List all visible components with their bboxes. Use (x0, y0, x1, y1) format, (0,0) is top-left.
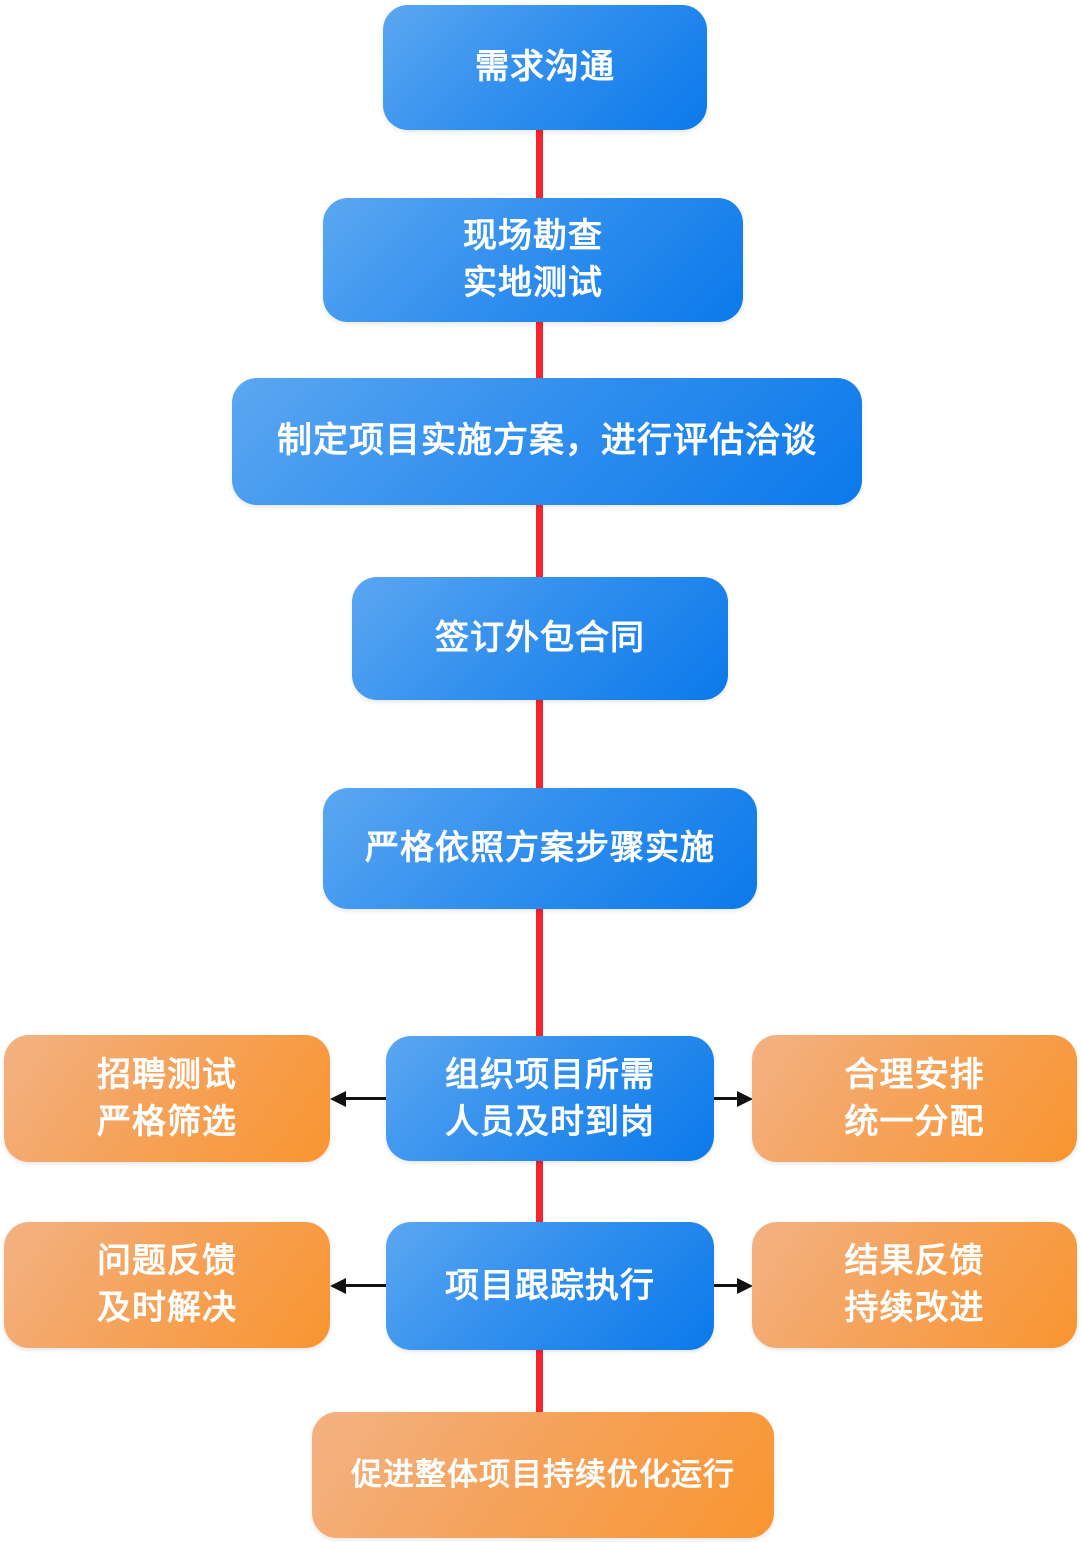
node-implementation-plan-evaluation: 制定项目实施方案，进行评估洽谈 (232, 378, 862, 505)
node-label-line1: 招聘测试 (97, 1055, 237, 1094)
node-project-tracking-execution: 项目跟踪执行 (386, 1222, 714, 1350)
node-label: 项目跟踪执行 (445, 1266, 655, 1305)
node-continuous-optimization: 促进整体项目持续优化运行 (312, 1412, 774, 1538)
node-problem-feedback: 问题反馈 及时解决 (4, 1222, 330, 1348)
node-strict-implementation: 严格依照方案步骤实施 (323, 788, 757, 909)
arrow-shaft (345, 1097, 387, 1100)
node-recruit-screening: 招聘测试 严格筛选 (4, 1035, 330, 1162)
node-label-line2: 持续改进 (844, 1289, 985, 1327)
node-label: 制定项目实施方案，进行评估洽谈 (276, 421, 817, 461)
arrow-shaft (345, 1284, 387, 1287)
node-label-line1: 组织项目所需 (445, 1055, 655, 1094)
node-label-line1: 合理安排 (844, 1055, 985, 1094)
arrow-shaft (713, 1284, 738, 1287)
node-result-feedback-improvement: 结果反馈 持续改进 (752, 1222, 1077, 1348)
node-label: 严格依照方案步骤实施 (365, 829, 715, 868)
node-label-line2: 人员及时到岗 (445, 1102, 655, 1141)
arrow-left-head-icon (330, 1091, 346, 1107)
arrow-right-head-icon (737, 1091, 753, 1107)
arrow-shaft (713, 1097, 738, 1100)
node-label: 签订外包合同 (435, 619, 645, 658)
node-reasonable-arrangement: 合理安排 统一分配 (752, 1035, 1077, 1162)
node-label-line2: 统一分配 (844, 1102, 985, 1141)
node-organize-project-staffing: 组织项目所需 人员及时到岗 (386, 1036, 714, 1161)
node-label: 需求沟通 (475, 48, 615, 87)
node-label-line1: 问题反馈 (97, 1242, 237, 1281)
node-sign-outsourcing-contract: 签订外包合同 (352, 577, 728, 700)
node-site-survey-testing: 现场勘查 实地测试 (323, 198, 743, 322)
arrow-left-head-icon (330, 1278, 346, 1294)
node-label-line1: 现场勘查 (463, 217, 603, 256)
node-demand-communication: 需求沟通 (383, 5, 707, 130)
node-label-line2: 严格筛选 (97, 1102, 237, 1141)
node-label-line2: 实地测试 (463, 264, 603, 302)
arrow-right-head-icon (737, 1278, 753, 1294)
node-label-line2: 及时解决 (97, 1289, 237, 1327)
node-label: 促进整体项目持续优化运行 (351, 1456, 735, 1492)
node-label-line1: 结果反馈 (844, 1242, 985, 1281)
vertical-connector-line (536, 65, 543, 1417)
